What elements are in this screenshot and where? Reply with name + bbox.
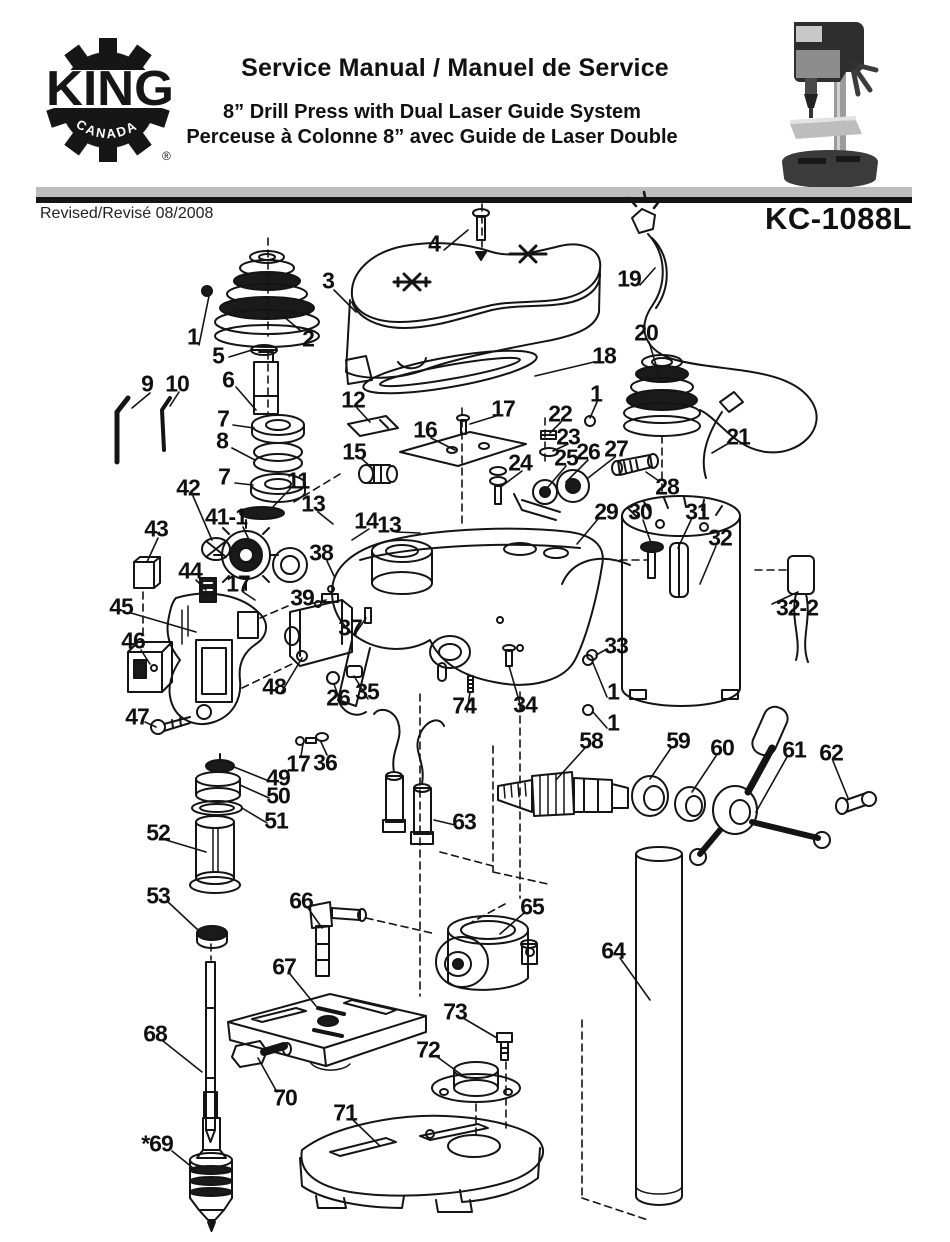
part-callout-9: 9 [141,370,154,397]
model-number: KC-1088L [765,201,912,236]
part-callout-27: 27 [604,435,629,462]
part-callout-33: 33 [604,632,629,659]
part-callout-52: 52 [146,819,171,846]
part-callout-42: 42 [176,474,201,501]
part-callout-73: 73 [443,998,468,1025]
part-callout-1: 1 [607,709,620,736]
part-callout-13: 13 [377,511,402,538]
part-callout-47: 47 [125,703,150,730]
part-callout-45: 45 [109,593,134,620]
part-callout-24: 24 [508,449,533,476]
part-callout-1: 1 [590,380,603,407]
part-callout-46: 46 [121,627,146,654]
part-callout-20: 20 [634,319,659,346]
divider-black [36,197,912,203]
part-callout-72: 72 [416,1036,441,1063]
part-callout-39: 39 [290,584,315,611]
part-callout-51: 51 [264,807,289,834]
part-callout-13: 13 [301,490,326,517]
part-callout-50: 50 [266,782,291,809]
page-subtitle-fr: Perceuse à Colonne 8” avec Guide de Lase… [186,126,678,148]
divider-gray [36,187,912,197]
part-callout-26: 26 [576,438,601,465]
part-callout-18: 18 [592,342,617,369]
part-callout-4: 4 [428,230,441,257]
part-callout-23: 23 [556,423,581,450]
part-callout-14: 14 [354,507,379,534]
logo-gear-icon: KING CANADA ® [42,38,178,163]
part-callout-21: 21 [726,423,751,450]
part-callout-3: 3 [322,267,335,294]
part-callout-41-1: 41-1 [204,503,248,530]
part-callout-32-2: 32-2 [775,594,819,621]
part-callout-53: 53 [146,882,171,909]
product-photo [772,12,888,192]
part-callout-68: 68 [143,1020,168,1047]
part-callout-8: 8 [216,427,229,454]
part-callout-6: 6 [222,366,235,393]
part-callout-66: 66 [289,887,314,914]
logo-registered-mark: ® [162,149,171,163]
revision-date: Revised/Revisé 08/2008 [40,205,214,222]
part-callout-12: 12 [341,386,366,413]
logo-brand-text: KING [46,61,174,116]
part-callout-71: 71 [333,1099,358,1126]
part-callout-15: 15 [342,438,367,465]
part-callout-29: 29 [594,498,619,525]
part-callout-26: 26 [326,684,351,711]
part-callout-34: 34 [513,691,538,718]
part-callout-44: 44 [178,557,203,584]
part-callout-60: 60 [710,734,735,761]
part-callout-63: 63 [452,808,477,835]
part-callout-30: 30 [628,498,653,525]
part-callout-74: 74 [452,692,477,719]
page-title: Service Manual / Manuel de Service [241,54,669,82]
part-callout-19: 19 [617,265,642,292]
part-callout-7: 7 [217,405,230,432]
part-callout-28: 28 [655,473,680,500]
part-callout-32: 32 [708,524,733,551]
part-callout-16: 16 [413,416,438,443]
part-callout-43: 43 [144,515,169,542]
part-callout-59: 59 [666,727,691,754]
part-callout-61: 61 [782,736,807,763]
part-callout-17: 17 [226,570,251,597]
part-callout-1: 1 [187,323,200,350]
part-callout-38: 38 [309,539,334,566]
part-callout-5: 5 [212,342,225,369]
part-callout-64: 64 [601,937,626,964]
part-callout-17: 17 [491,395,516,422]
part-callout-*69: *69 [141,1130,174,1157]
part-callout-10: 10 [165,370,190,397]
part-callout-65: 65 [520,893,545,920]
part-callout-25: 25 [554,444,579,471]
part-callout-62: 62 [819,739,844,766]
part-callout-17: 17 [286,750,311,777]
part-callout-22: 22 [548,400,573,427]
part-callout-67: 67 [272,953,297,980]
page-subtitle-en: 8” Drill Press with Dual Laser Guide Sys… [223,101,641,123]
part-callout-1: 1 [607,678,620,705]
part-callout-36: 36 [313,749,338,776]
part-callout-2: 2 [302,325,315,352]
part-callout-31: 31 [685,498,710,525]
part-callout-49: 49 [266,764,291,791]
king-canada-logo: KING CANADA ® [42,36,178,168]
part-callout-35: 35 [355,678,380,705]
part-callout-11: 11 [286,467,310,494]
part-callout-70: 70 [273,1084,298,1111]
part-callout-7: 7 [218,463,231,490]
part-callout-58: 58 [579,727,604,754]
part-callout-48: 48 [262,673,287,700]
part-callout-37: 37 [338,614,363,641]
